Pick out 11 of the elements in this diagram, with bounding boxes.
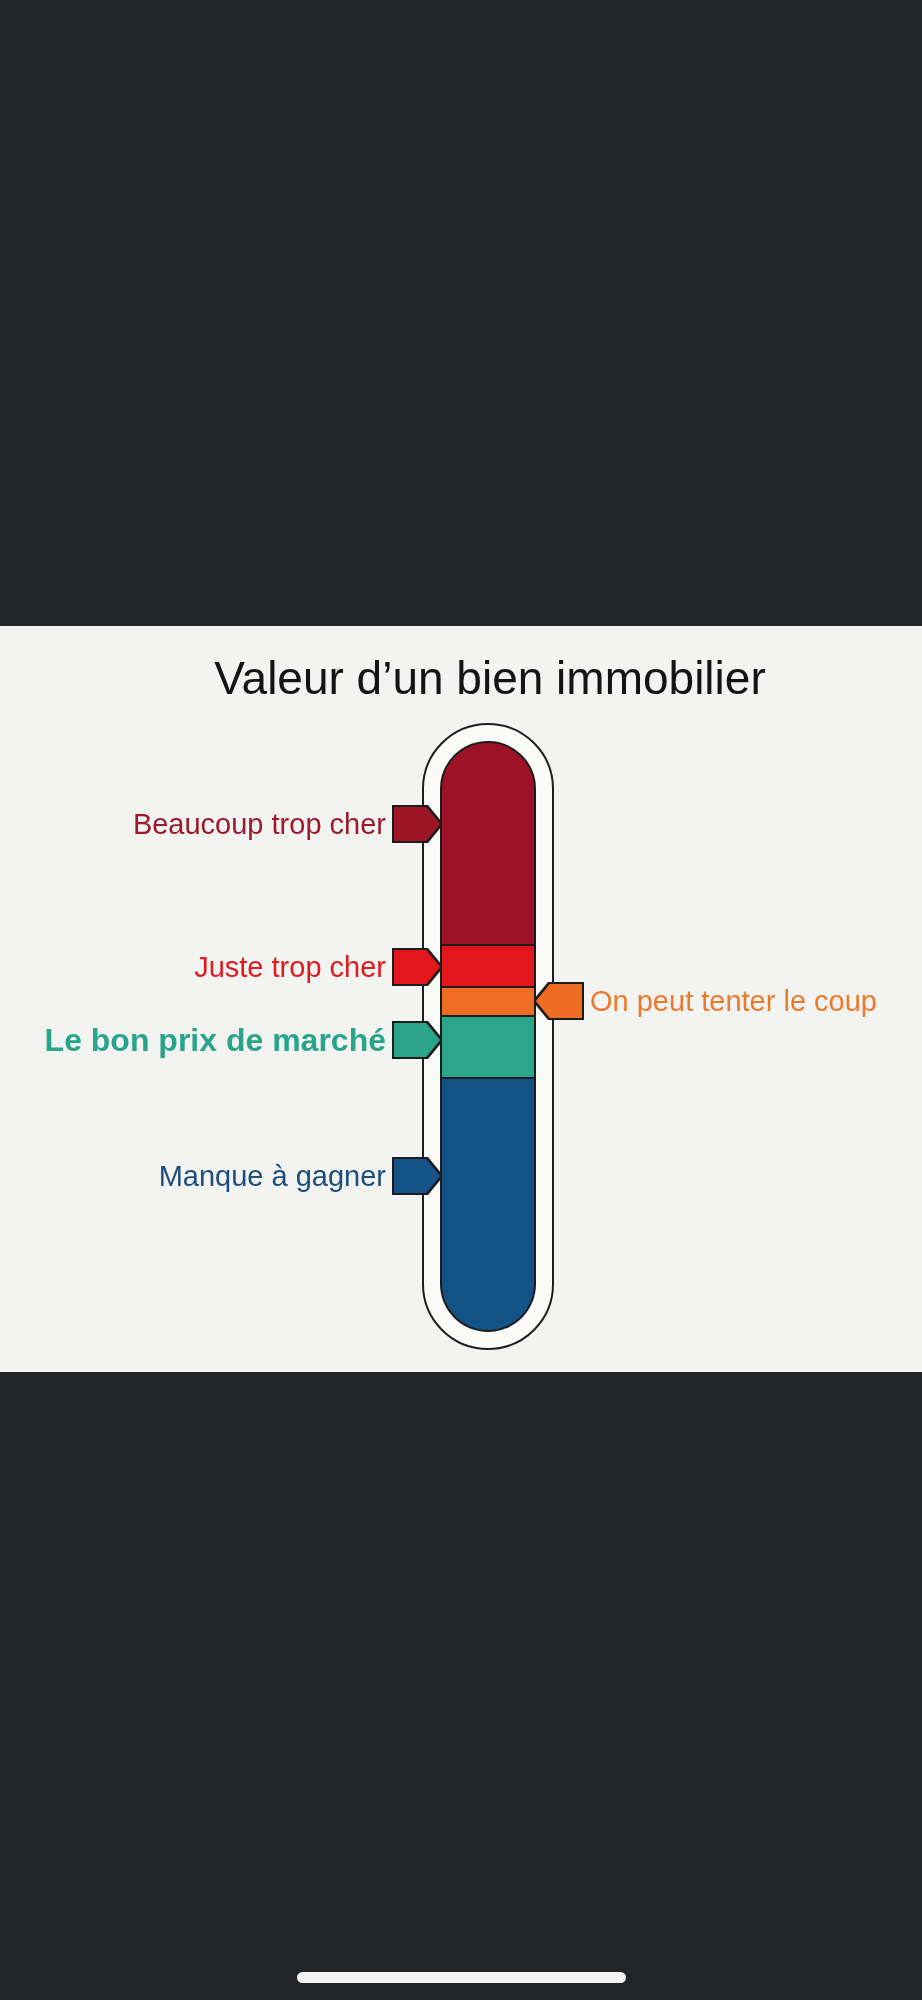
title: Valeur d’un bien immobilier bbox=[214, 655, 766, 701]
gauge-segment bbox=[440, 741, 536, 946]
level-label: Juste trop cher bbox=[194, 950, 386, 984]
level-label: Le bon prix de marché bbox=[44, 1022, 386, 1058]
level-label: Manque à gagner bbox=[158, 1159, 386, 1193]
gauge-segment bbox=[440, 946, 536, 988]
gauge-segment bbox=[440, 988, 536, 1017]
gauge-segment bbox=[440, 1017, 536, 1079]
level-label: On peut tenter le coup bbox=[590, 984, 877, 1018]
level-label: Beaucoup trop cher bbox=[132, 807, 386, 841]
gauge-segment bbox=[440, 1079, 536, 1332]
